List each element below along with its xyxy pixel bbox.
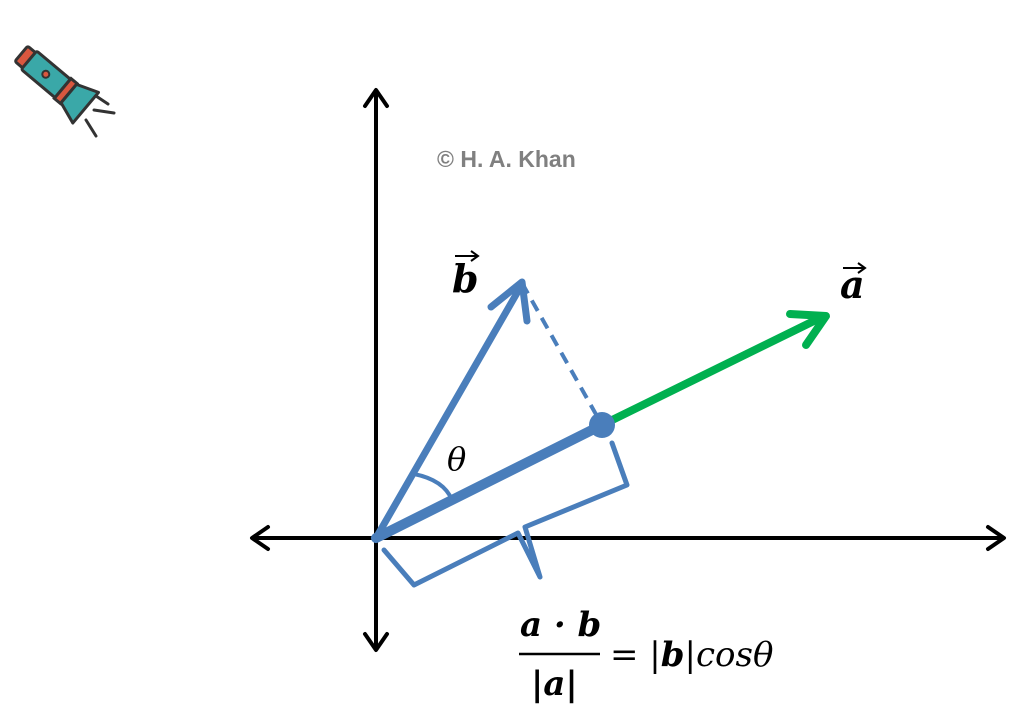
- x-axis-arrow-right: [986, 525, 1006, 551]
- vector-a-label: a: [840, 262, 867, 307]
- y-axis-arrow-top: [363, 88, 389, 108]
- vector-a-letter: a: [840, 262, 865, 307]
- formula-rhs: = |b|cosθ: [610, 635, 773, 675]
- vector-b: [372, 278, 531, 542]
- axes: [250, 88, 1006, 652]
- angle-theta-label: θ: [447, 440, 466, 478]
- projection-formula: a · b |a| = |b|cosθ: [519, 605, 773, 704]
- copyright-text: © H. A. Khan: [437, 146, 576, 172]
- flashlight-icon: [14, 45, 116, 138]
- y-axis-arrow-bottom: [363, 632, 389, 652]
- formula-denominator: |a|: [531, 664, 578, 704]
- angle-arc: [412, 472, 454, 502]
- projection-segment: [371, 420, 607, 543]
- formula-numerator: a · b: [520, 605, 601, 645]
- projection-brace: [381, 440, 630, 588]
- perpendicular-dashed-line: [520, 282, 604, 426]
- vector-b-letter: b: [452, 256, 479, 301]
- projection-point: [589, 412, 615, 438]
- vector-a: [598, 310, 830, 429]
- vector-b-label: b: [452, 250, 480, 301]
- x-axis-arrow-left: [250, 525, 270, 551]
